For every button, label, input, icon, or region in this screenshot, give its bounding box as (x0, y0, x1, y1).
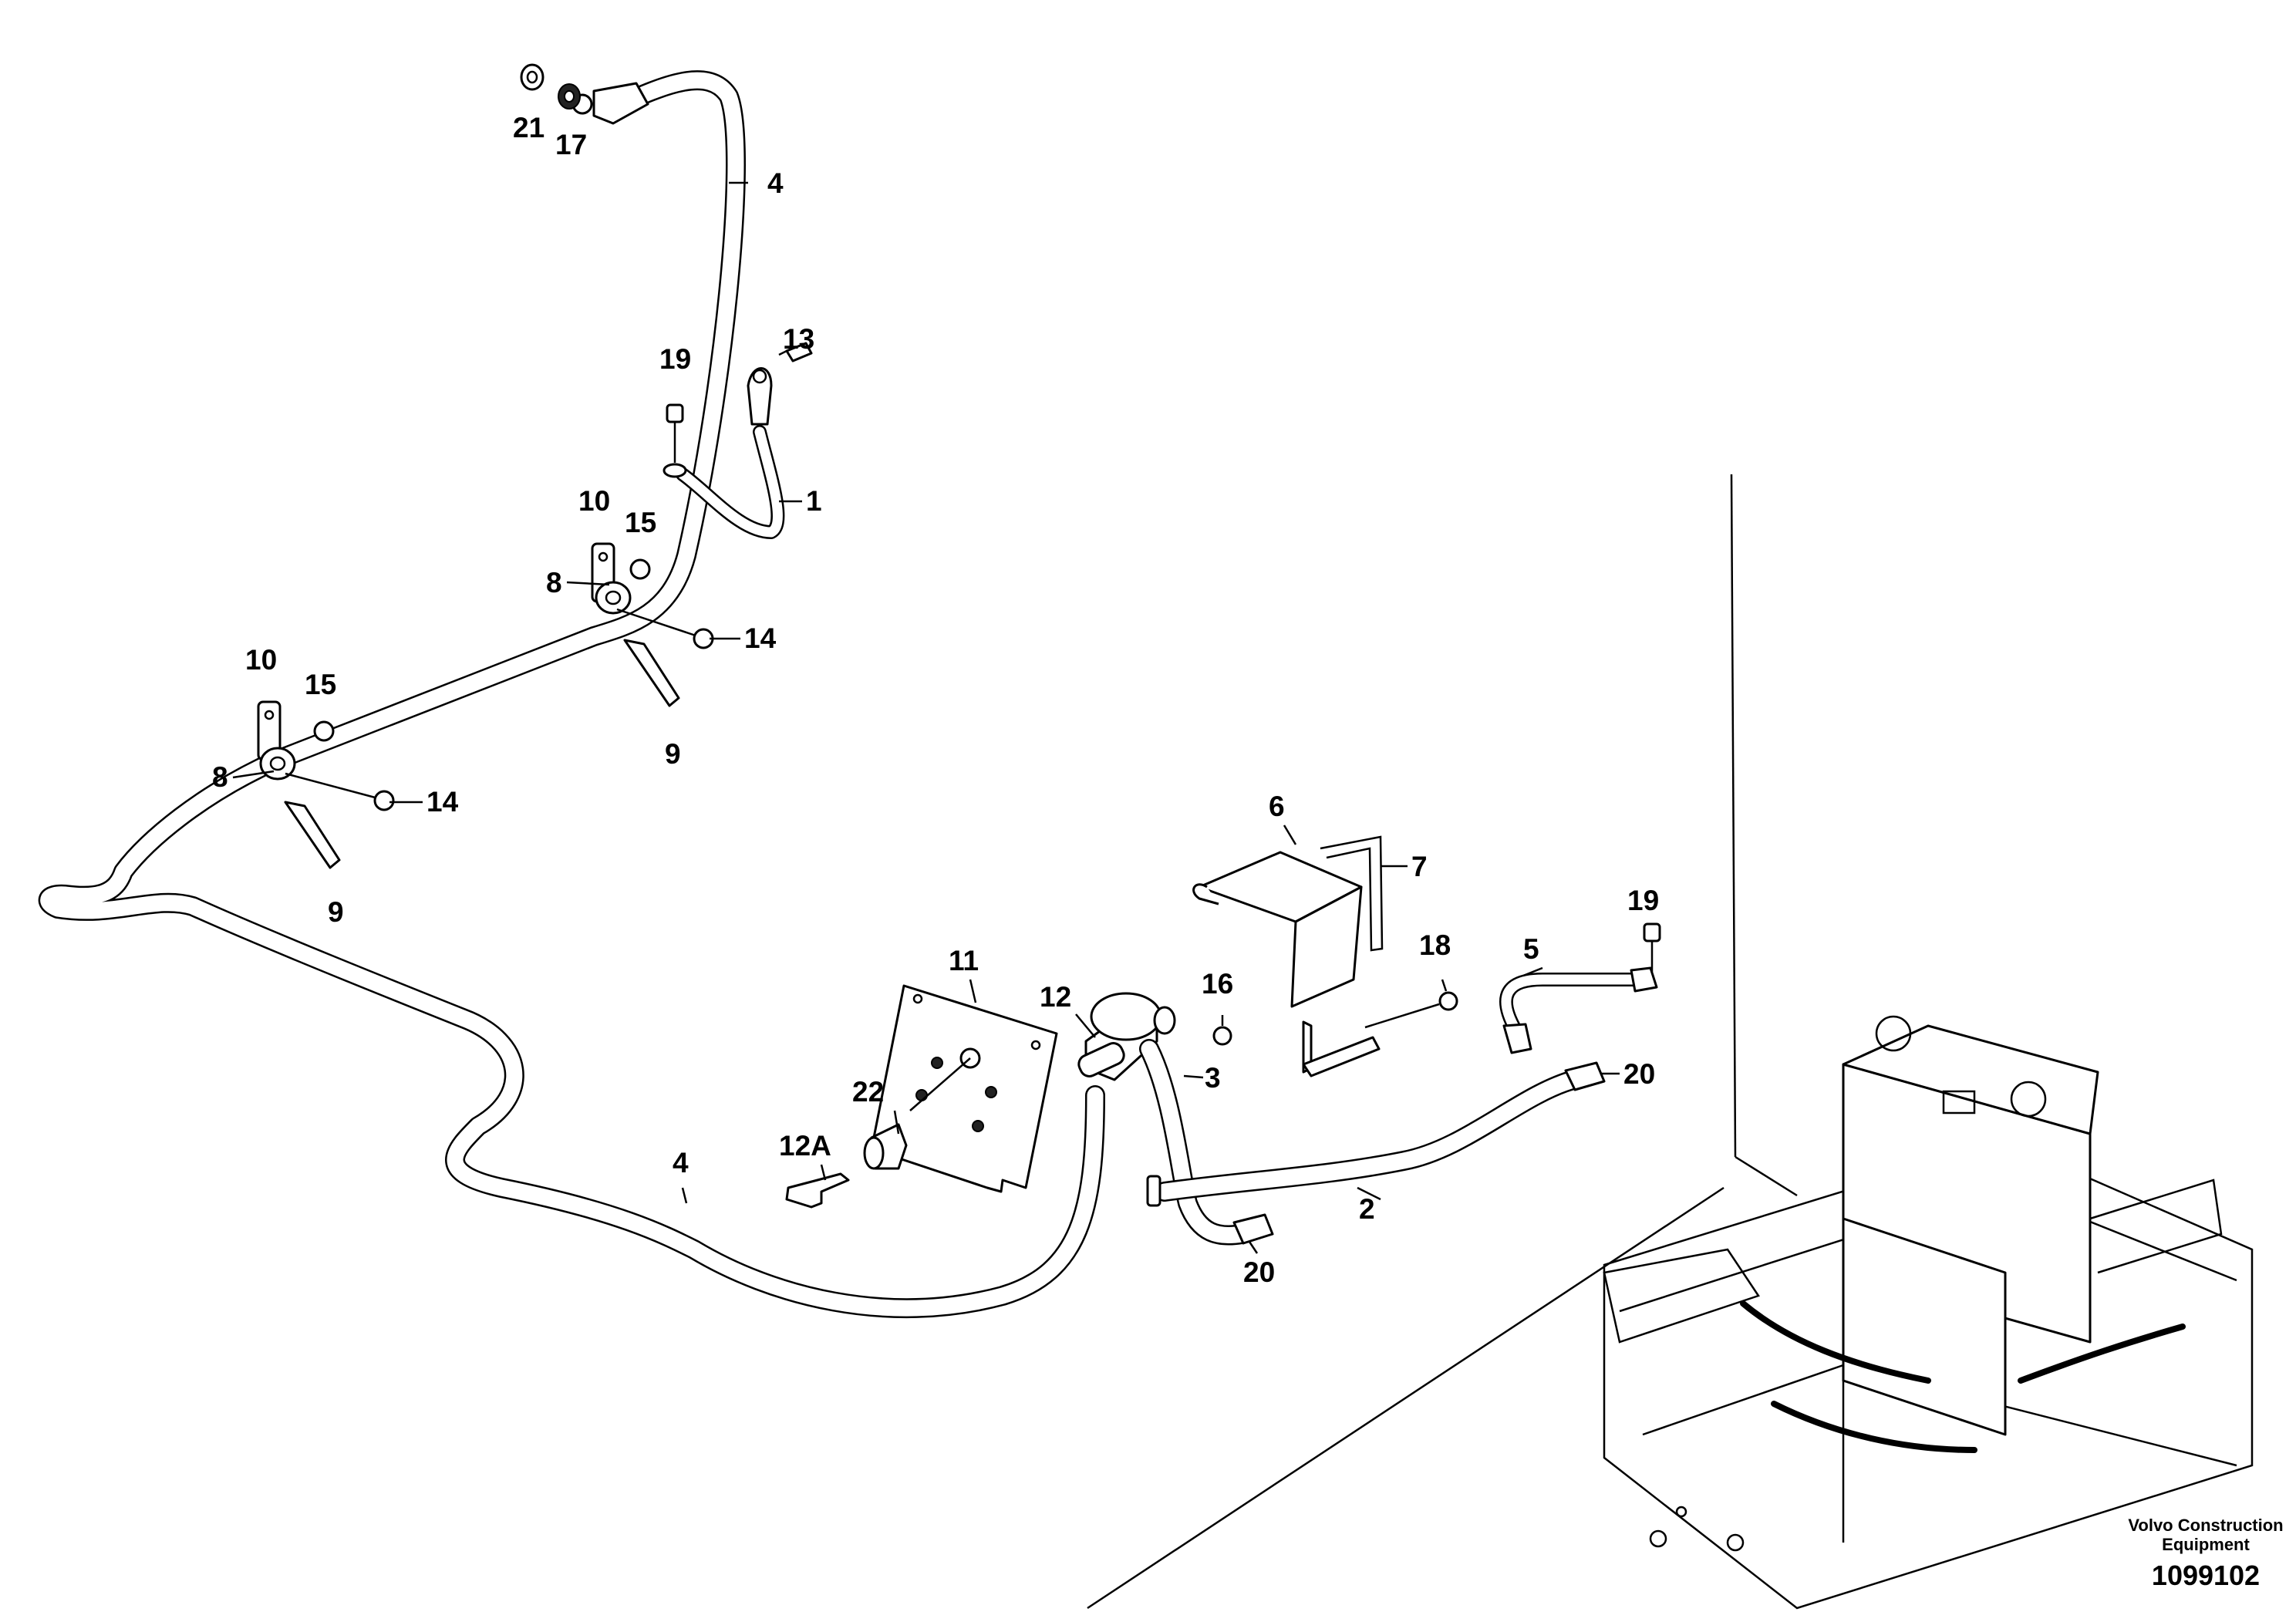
callout-9-upper: 9 (665, 738, 681, 770)
bolt-13 (785, 342, 813, 363)
callout-6: 6 (1269, 791, 1285, 822)
callout-20-bottom: 20 (1243, 1256, 1275, 1288)
callout-15-upper: 15 (625, 507, 656, 538)
ground-cable-1 (676, 367, 785, 539)
callout-2: 2 (1359, 1193, 1375, 1225)
document-number: 1099102 (2152, 1560, 2260, 1591)
callout-12A: 12A (779, 1130, 831, 1162)
callout-8-lower: 8 (212, 761, 228, 793)
cable-2 (1146, 1061, 1606, 1207)
cable-5 (1499, 966, 1658, 1054)
callout-14-upper: 14 (744, 622, 777, 654)
clamp-8-upper (595, 581, 632, 615)
callout-7: 7 (1411, 851, 1428, 882)
bolt-19-right (1643, 922, 1661, 972)
tie-9-upper (623, 639, 680, 707)
brand-line-1: Volvo Construction (2128, 1516, 2283, 1535)
callout-17: 17 (555, 129, 587, 160)
nut-15-upper (629, 558, 651, 580)
bolt-16 (1212, 1026, 1232, 1046)
callout-3: 3 (1205, 1062, 1221, 1094)
callout-13: 13 (783, 323, 814, 355)
callout-4-top: 4 (767, 167, 784, 199)
callout-12: 12 (1040, 981, 1071, 1013)
machine-overview-inset (1087, 474, 2254, 1610)
mounting-plate-11 (870, 984, 1058, 1193)
callout-19-top: 19 (659, 343, 691, 375)
nut-15-lower (313, 720, 335, 742)
tie-9-lower (284, 801, 341, 869)
leader-lines (232, 181, 1620, 1254)
callout-16: 16 (1202, 968, 1233, 1000)
bolt-14-lower (285, 772, 395, 811)
callout-10-upper: 10 (578, 485, 610, 517)
callout-21: 21 (513, 112, 544, 143)
callout-8-upper: 8 (546, 567, 562, 599)
callout-22: 22 (852, 1076, 884, 1108)
brand-block: Volvo Construction Equipment 1099102 (2128, 1516, 2283, 1591)
bolt-19-top (663, 403, 687, 478)
bolt-18 (1364, 991, 1458, 1029)
callout-20-right: 20 (1623, 1058, 1655, 1090)
bracket-6 (1192, 851, 1363, 1074)
callout-5: 5 (1523, 933, 1539, 965)
cable-end-boot (571, 82, 649, 125)
battery-switch-12 (1077, 992, 1176, 1081)
callout-18: 18 (1419, 929, 1451, 961)
callout-15-lower: 15 (305, 669, 336, 700)
key-12A (785, 1172, 850, 1209)
callout-19-right: 19 (1627, 885, 1659, 916)
washer-21 (520, 63, 544, 91)
callout-9-lower: 9 (328, 896, 344, 928)
callout-14-lower: 14 (426, 786, 459, 818)
strap-7 (1302, 1036, 1381, 1077)
callout-labels: 21 17 4 19 13 1 10 15 8 14 9 10 15 8 14 … (212, 112, 1659, 1288)
callout-4-bottom: 4 (673, 1147, 689, 1179)
callout-10-lower: 10 (245, 644, 277, 676)
brand-line-2: Equipment (2162, 1535, 2250, 1554)
clamp-7 (1320, 835, 1384, 952)
callout-11: 11 (949, 945, 979, 976)
nut-17 (558, 83, 581, 110)
callout-1: 1 (806, 485, 822, 517)
knob-22 (863, 1057, 971, 1170)
